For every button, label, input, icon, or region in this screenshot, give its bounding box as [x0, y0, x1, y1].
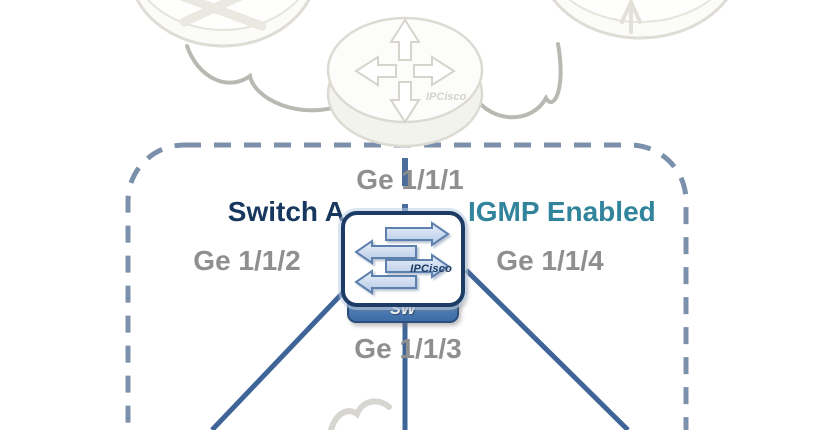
switch-a-node: SW IPCi — [341, 211, 465, 323]
arrow-left-icon — [354, 269, 417, 295]
arrow-right-icon — [385, 253, 450, 279]
router-arrows-icon — [354, 18, 456, 124]
router-right-icon — [552, 0, 728, 40]
cloud-arc-left — [185, 44, 348, 113]
arrow-right-icon — [385, 221, 450, 247]
faded-receiver-icon — [328, 398, 392, 430]
port-label-ge-1-1-2: Ge 1/1/2 — [193, 245, 301, 276]
switch-brand-label: IPCisco — [410, 263, 452, 275]
igmp-status-label: IGMP Enabled — [468, 196, 656, 227]
router-center-icon: IPCisco — [326, 16, 484, 148]
network-cloud: IPCisco — [135, 0, 728, 148]
port-label-ge-1-1-1: Ge 1/1/1 — [356, 164, 464, 195]
link-line-left — [210, 279, 356, 430]
switch-icon: IPCisco — [341, 211, 465, 307]
switch-name-label: Switch A — [227, 196, 345, 227]
router-brand-label: IPCisco — [426, 91, 467, 103]
router-left-icon — [135, 0, 311, 48]
port-label-ge-1-1-3: Ge 1/1/3 — [354, 333, 462, 364]
port-label-ge-1-1-4: Ge 1/1/4 — [496, 245, 604, 276]
switch-arrows-icon — [354, 221, 450, 295]
downstream-links — [210, 268, 630, 430]
cloud-arc-right — [472, 42, 563, 120]
link-line-right — [464, 268, 630, 430]
arrow-left-icon — [354, 239, 417, 265]
